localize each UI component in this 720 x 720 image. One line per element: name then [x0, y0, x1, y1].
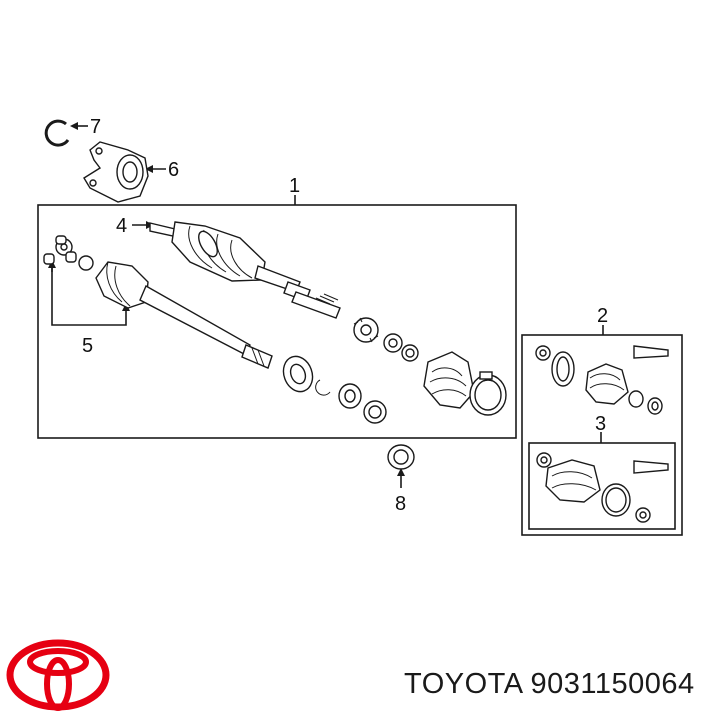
- leader-5: [51, 265, 130, 326]
- small-ring: [78, 255, 94, 271]
- boot-kit-box-3: [528, 442, 676, 530]
- boot-kit-box-2: [521, 334, 683, 536]
- callout-4: 4: [116, 215, 127, 237]
- boot-clamp-band: [469, 371, 507, 416]
- assembly-box-1: [37, 204, 517, 439]
- oil-seal: [387, 444, 415, 470]
- center-bearing-set: [282, 355, 387, 424]
- outer-boot: [423, 351, 475, 409]
- callout-5: 5: [82, 335, 93, 357]
- snap-ring: [44, 119, 70, 147]
- callout-8: 8: [395, 493, 406, 515]
- gear-ring: [353, 317, 379, 343]
- inner-joint-shaft: [95, 261, 273, 369]
- toyota-logo: [6, 639, 110, 711]
- callout-6: 6: [168, 159, 179, 181]
- boot-kit-3-parts: [536, 452, 669, 523]
- callout-2: 2: [597, 305, 608, 327]
- callout-7: 7: [90, 116, 101, 138]
- clamp-set: [383, 333, 419, 362]
- callout-1: 1: [289, 175, 300, 197]
- bearing-bracket: [83, 141, 149, 203]
- callout-3: 3: [595, 413, 606, 435]
- outer-shaft-assembly: [149, 221, 341, 319]
- boot-kit-2-parts: [535, 345, 669, 415]
- tripod-spider: [43, 235, 77, 265]
- part-number-label: TOYOTA 9031150064: [404, 668, 695, 700]
